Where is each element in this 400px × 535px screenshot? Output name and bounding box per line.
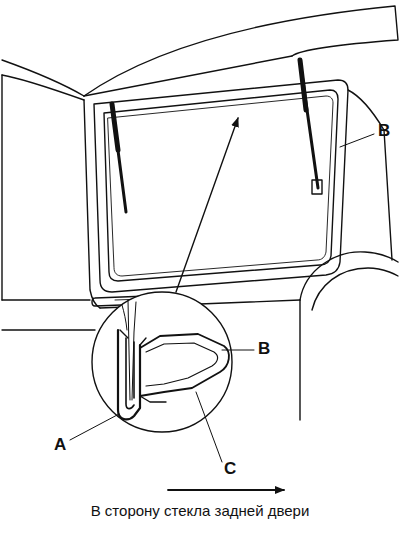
callout-letter: C: [224, 460, 236, 479]
direction-note: В сторону стекла задней двери: [91, 503, 310, 520]
callout-letter: A: [54, 436, 66, 455]
callout-letter: B: [258, 340, 270, 359]
callout-letter: B: [378, 122, 390, 141]
